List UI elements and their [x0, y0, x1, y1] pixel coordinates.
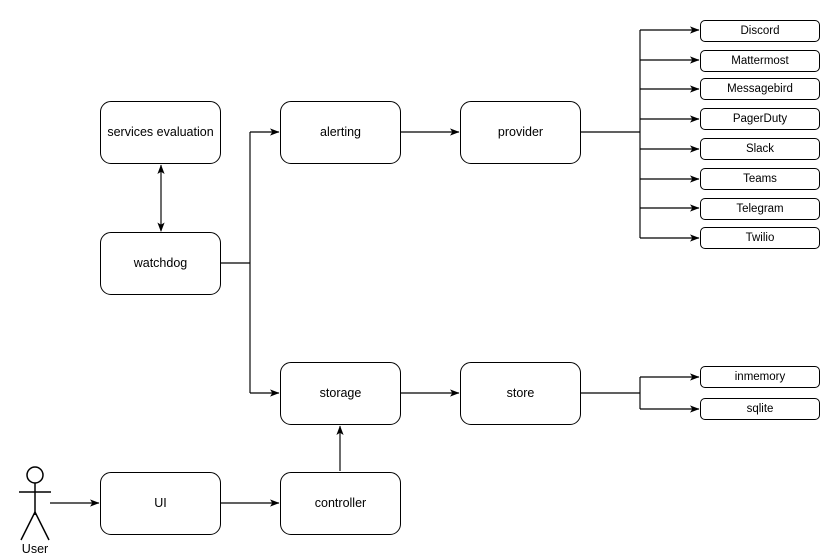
node-provider-slack-label: Slack [745, 142, 775, 155]
node-provider-telegram[interactable]: Telegram [700, 198, 820, 220]
node-store-sqlite-label: sqlite [746, 402, 774, 415]
node-provider-teams-label: Teams [743, 172, 777, 185]
actor-head-icon [26, 466, 44, 484]
node-provider-twilio[interactable]: Twilio [700, 227, 820, 249]
node-provider-pagerduty[interactable]: PagerDuty [700, 108, 820, 130]
node-controller-label: controller [314, 495, 367, 510]
node-provider-discord[interactable]: Discord [700, 20, 820, 42]
node-provider-discord-label: Discord [740, 24, 780, 37]
node-store-sqlite[interactable]: sqlite [700, 398, 820, 420]
node-store-inmemory-label: inmemory [734, 370, 786, 383]
node-provider-messagebird[interactable]: Messagebird [700, 78, 820, 100]
node-storage-label: storage [319, 385, 362, 400]
user-actor-figure [19, 466, 51, 541]
node-ui-label: UI [154, 495, 167, 510]
node-provider-twilio-label: Twilio [745, 231, 775, 244]
node-provider-messagebird-label: Messagebird [727, 82, 793, 95]
node-services-evaluation[interactable]: services evaluation [100, 101, 221, 164]
node-alerting[interactable]: alerting [280, 101, 401, 164]
node-watchdog[interactable]: watchdog [100, 232, 221, 295]
node-provider[interactable]: provider [460, 101, 581, 164]
node-ui[interactable]: UI [100, 472, 221, 535]
node-store-label: store [506, 385, 535, 400]
node-controller[interactable]: controller [280, 472, 401, 535]
actor-leg-left [20, 511, 36, 541]
node-provider-teams[interactable]: Teams [700, 168, 820, 190]
node-store[interactable]: store [460, 362, 581, 425]
actor-leg-right [34, 511, 50, 541]
node-storage[interactable]: storage [280, 362, 401, 425]
actor-user-label: User [21, 542, 49, 556]
node-provider-pagerduty-label: PagerDuty [732, 112, 788, 125]
node-provider-label: provider [497, 124, 544, 139]
node-provider-mattermost-label: Mattermost [731, 54, 789, 67]
node-services-evaluation-label: services evaluation [107, 124, 214, 139]
node-provider-slack[interactable]: Slack [700, 138, 820, 160]
node-alerting-label: alerting [320, 124, 361, 139]
node-provider-mattermost[interactable]: Mattermost [700, 50, 820, 72]
node-watchdog-label: watchdog [133, 255, 188, 270]
node-provider-telegram-label: Telegram [736, 202, 784, 215]
node-store-inmemory[interactable]: inmemory [700, 366, 820, 388]
